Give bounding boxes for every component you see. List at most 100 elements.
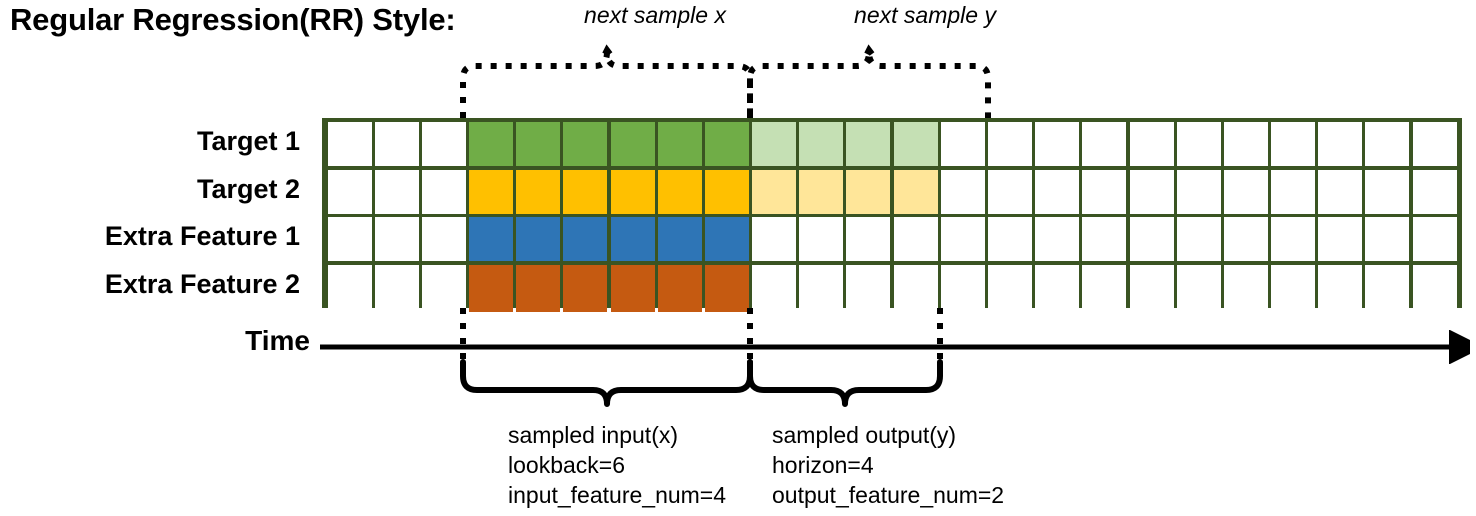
grid-row-target-1	[326, 122, 1458, 170]
grid-cell	[1035, 217, 1080, 262]
sampled-input-line3: input_feature_num=4	[508, 482, 727, 508]
grid-cell	[1318, 122, 1363, 167]
grid-cell	[1318, 169, 1363, 214]
sampled-output-line1: sampled output(y)	[772, 422, 957, 448]
grid-cell	[563, 169, 608, 214]
grid-cell	[374, 264, 419, 312]
grid-cell	[563, 264, 608, 312]
grid-cell	[1082, 264, 1127, 312]
time-axis-label: Time	[245, 325, 310, 356]
grid-cell	[1365, 217, 1410, 262]
grid-cell	[1223, 122, 1268, 167]
row-label-extra-feature-1: Extra Feature 1	[104, 221, 300, 251]
grid-cell	[1082, 217, 1127, 262]
sampled-output-annotation: sampled output(y) horizon=4 output_featu…	[772, 420, 1004, 510]
grid-cell	[327, 122, 372, 167]
grid-cell	[988, 217, 1032, 262]
grid-cell	[1271, 122, 1316, 167]
grid-cell	[1035, 169, 1080, 214]
row-label-column: Target 1 Target 2 Extra Feature 1 Extra …	[0, 118, 312, 308]
grid-cell	[752, 122, 797, 167]
sampled-input-annotation: sampled input(x) lookback=6 input_featur…	[508, 420, 726, 510]
grid-cell	[846, 217, 891, 262]
row-label-target-1: Target 1	[196, 126, 300, 156]
grid-cell	[704, 217, 749, 262]
grid-cell	[704, 169, 749, 214]
grid-cell	[516, 264, 561, 312]
grid-cell	[1129, 217, 1174, 262]
grid-cell	[374, 169, 419, 214]
grid-cell	[327, 264, 372, 312]
grid-cell	[469, 264, 514, 312]
grid-cell	[846, 169, 891, 214]
grid-cell	[657, 264, 702, 312]
grid-cell	[421, 264, 466, 312]
grid-cell	[610, 264, 655, 312]
grid-cell	[1082, 169, 1127, 214]
grid-cell	[374, 217, 419, 262]
grid-cell	[893, 169, 938, 214]
grid-cell	[610, 169, 655, 214]
grid-row-target-2	[326, 169, 1458, 218]
grid-cell	[1271, 169, 1316, 214]
grid-cell	[1365, 264, 1410, 312]
grid-cell	[704, 264, 749, 312]
top-brace-overlay	[460, 44, 991, 118]
grid-cell	[1176, 264, 1221, 312]
time-axis-arrow	[320, 330, 1470, 364]
grid-cell	[1412, 122, 1457, 167]
grid-cell	[988, 264, 1032, 312]
grid-cell	[1129, 264, 1174, 312]
grid-cell	[421, 217, 466, 262]
grid-cell	[1176, 122, 1221, 167]
grid-cell	[563, 122, 608, 167]
sampled-output-line2: horizon=4	[772, 452, 874, 478]
grid-cell	[327, 169, 372, 214]
grid-cell	[799, 169, 844, 214]
row-label-target-2: Target 2	[196, 173, 300, 204]
grid-cell	[893, 217, 938, 262]
grid-cell	[1318, 217, 1363, 262]
grid-cell	[940, 169, 985, 214]
sampled-input-line2: lookback=6	[508, 452, 625, 478]
grid-cell	[657, 122, 702, 167]
grid-cell	[469, 169, 514, 214]
bottom-brace-overlay	[460, 308, 943, 407]
grid-cell	[1035, 264, 1080, 312]
grid-cell	[516, 169, 561, 214]
grid-cell	[1318, 264, 1363, 312]
grid-cell	[1129, 169, 1174, 214]
grid-cell	[988, 169, 1032, 214]
grid-cell	[799, 217, 844, 262]
grid-cell	[1365, 169, 1410, 214]
grid-cell	[799, 122, 844, 167]
grid-cell	[1035, 122, 1080, 167]
grid-cell	[421, 169, 466, 214]
grid-cell	[516, 122, 561, 167]
grid-cell	[846, 264, 891, 312]
next-sample-y-caption: next sample y	[854, 2, 996, 28]
grid-cell	[1176, 169, 1221, 214]
grid-cell	[563, 217, 608, 262]
grid-row-extra-feature-2	[326, 264, 1458, 312]
grid-cell	[1082, 122, 1127, 167]
grid-row-extra-feature-1	[326, 217, 1458, 265]
sampled-output-line3: output_feature_num=2	[772, 482, 1005, 508]
grid-cell	[752, 169, 797, 214]
grid-cell	[940, 264, 985, 312]
grid-cell	[752, 264, 797, 312]
grid-cell	[1223, 169, 1268, 214]
grid-cell	[799, 264, 844, 312]
grid-cell	[988, 122, 1032, 167]
grid-cell	[752, 217, 797, 262]
grid-cell	[940, 217, 985, 262]
grid-cell	[1412, 169, 1457, 214]
grid-cell	[846, 122, 891, 167]
grid-cell	[1176, 217, 1221, 262]
sampled-input-line1: sampled input(x)	[508, 422, 679, 448]
page-title: Regular Regression(RR) Style:	[10, 2, 456, 37]
grid-cell	[610, 122, 655, 167]
grid-cell	[610, 217, 655, 262]
grid-cell	[469, 217, 514, 262]
grid-cell	[1271, 217, 1316, 262]
